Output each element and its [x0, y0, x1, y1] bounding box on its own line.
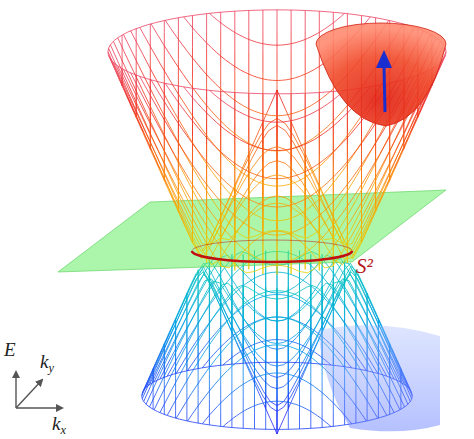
lower-pocket: [318, 325, 440, 431]
axis-arrow-ky: [16, 380, 42, 408]
symbol-text: k: [52, 413, 60, 434]
fermi-plane: [58, 190, 446, 272]
symbol-text: S²: [356, 254, 373, 278]
subscript-text: x: [60, 423, 65, 437]
spin-arrow-head: [376, 50, 392, 68]
upper-band-wireframe: [108, 10, 446, 275]
axis-arrow-kx: [16, 407, 62, 408]
symbol-text: k: [40, 351, 48, 372]
fermi-surface-label: S²: [356, 256, 373, 277]
fermi-ring-back: [192, 240, 352, 251]
axis-arrow-e: [15, 372, 16, 408]
axis-label-kx: kx: [52, 414, 66, 433]
spin-arrow-shaft: [384, 66, 385, 112]
axis-label-e: E: [4, 340, 16, 359]
subscript-text: y: [48, 361, 53, 375]
axis-label-ky: ky: [40, 352, 54, 371]
electron-pocket: [316, 23, 446, 126]
fermi-ring: [192, 251, 352, 262]
symbol-text: E: [4, 339, 16, 360]
